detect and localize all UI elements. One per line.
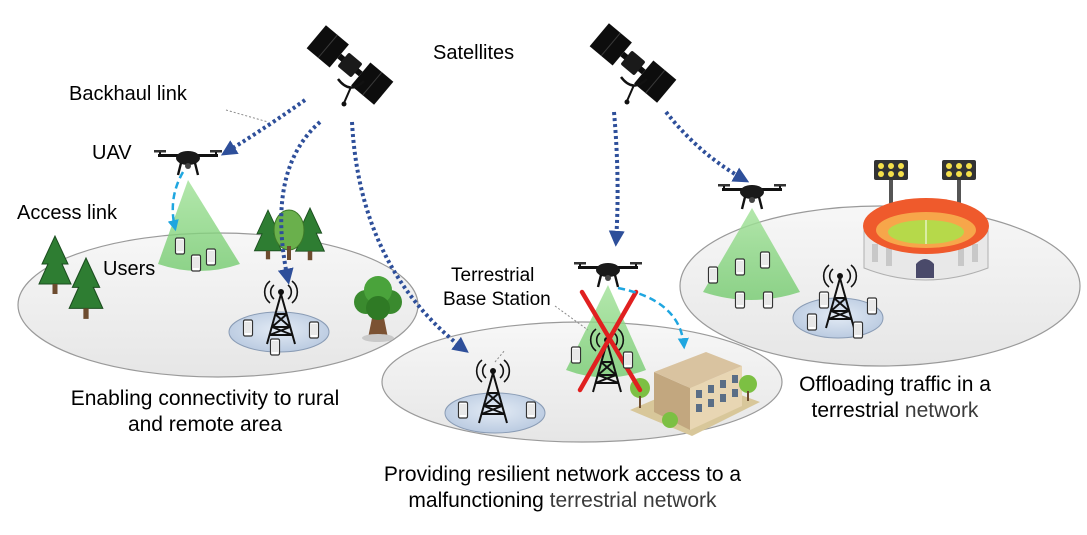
building-icon	[630, 352, 760, 436]
backhaul-link-tower-resilient	[350, 121, 469, 353]
tower-leader	[494, 349, 506, 363]
satellites-label: Satellites	[433, 42, 515, 64]
stadium-icon	[863, 160, 989, 281]
access-link-resilient	[617, 286, 689, 350]
caption-resilient: Providing resilient network access to a …	[340, 462, 785, 514]
base-station-label-leader	[554, 305, 589, 331]
caption-rural: Enabling connectivity to rural and remot…	[30, 386, 380, 438]
failed-base-station-icon	[577, 289, 643, 393]
uav-icon	[572, 260, 644, 289]
satellite-icon	[588, 21, 678, 106]
access-links	[167, 171, 689, 350]
caption-offload-line1: Offloading traffic in a	[799, 373, 991, 396]
caption-rural-line2: and remote area	[127, 413, 283, 436]
users-label: Users	[103, 258, 156, 280]
satellite-icon	[305, 23, 395, 108]
uav-icon	[716, 182, 788, 211]
backhaul-label-leader	[225, 109, 269, 123]
caption-resilient-line1: Providing resilient network access to a	[383, 463, 742, 486]
caption-resilient-line2b: terrestrial network	[549, 489, 717, 512]
access-link-rural	[167, 171, 185, 232]
caption-offload-line2a: terrestrial	[811, 399, 905, 422]
backhaul-link-uav-rural	[220, 98, 307, 156]
caption-offload: Offloading traffic in a terrestrial netw…	[770, 372, 1020, 424]
uav-label: UAV	[92, 142, 132, 164]
backhaul-link-tower-rural	[277, 120, 322, 285]
caption-rural-line1: Enabling connectivity to rural	[70, 387, 340, 410]
caption-resilient-line2a: malfunctioning	[408, 489, 550, 512]
terrestrial-bs-label-line2: Base Station	[443, 289, 551, 310]
uav-beam-offload	[703, 208, 800, 300]
oak-tree-icon	[354, 276, 402, 342]
terrestrial-bs-label-line1: Terrestrial	[451, 265, 535, 286]
caption-offload-line2b: network	[904, 399, 979, 422]
backhaul-links	[220, 98, 750, 353]
backhaul-link-label: Backhaul link	[69, 83, 187, 105]
backhaul-link-uav-offload	[664, 110, 750, 183]
uav-icon	[152, 148, 224, 177]
access-link-label: Access link	[17, 202, 118, 224]
backhaul-link-uav-resilient	[608, 111, 625, 247]
